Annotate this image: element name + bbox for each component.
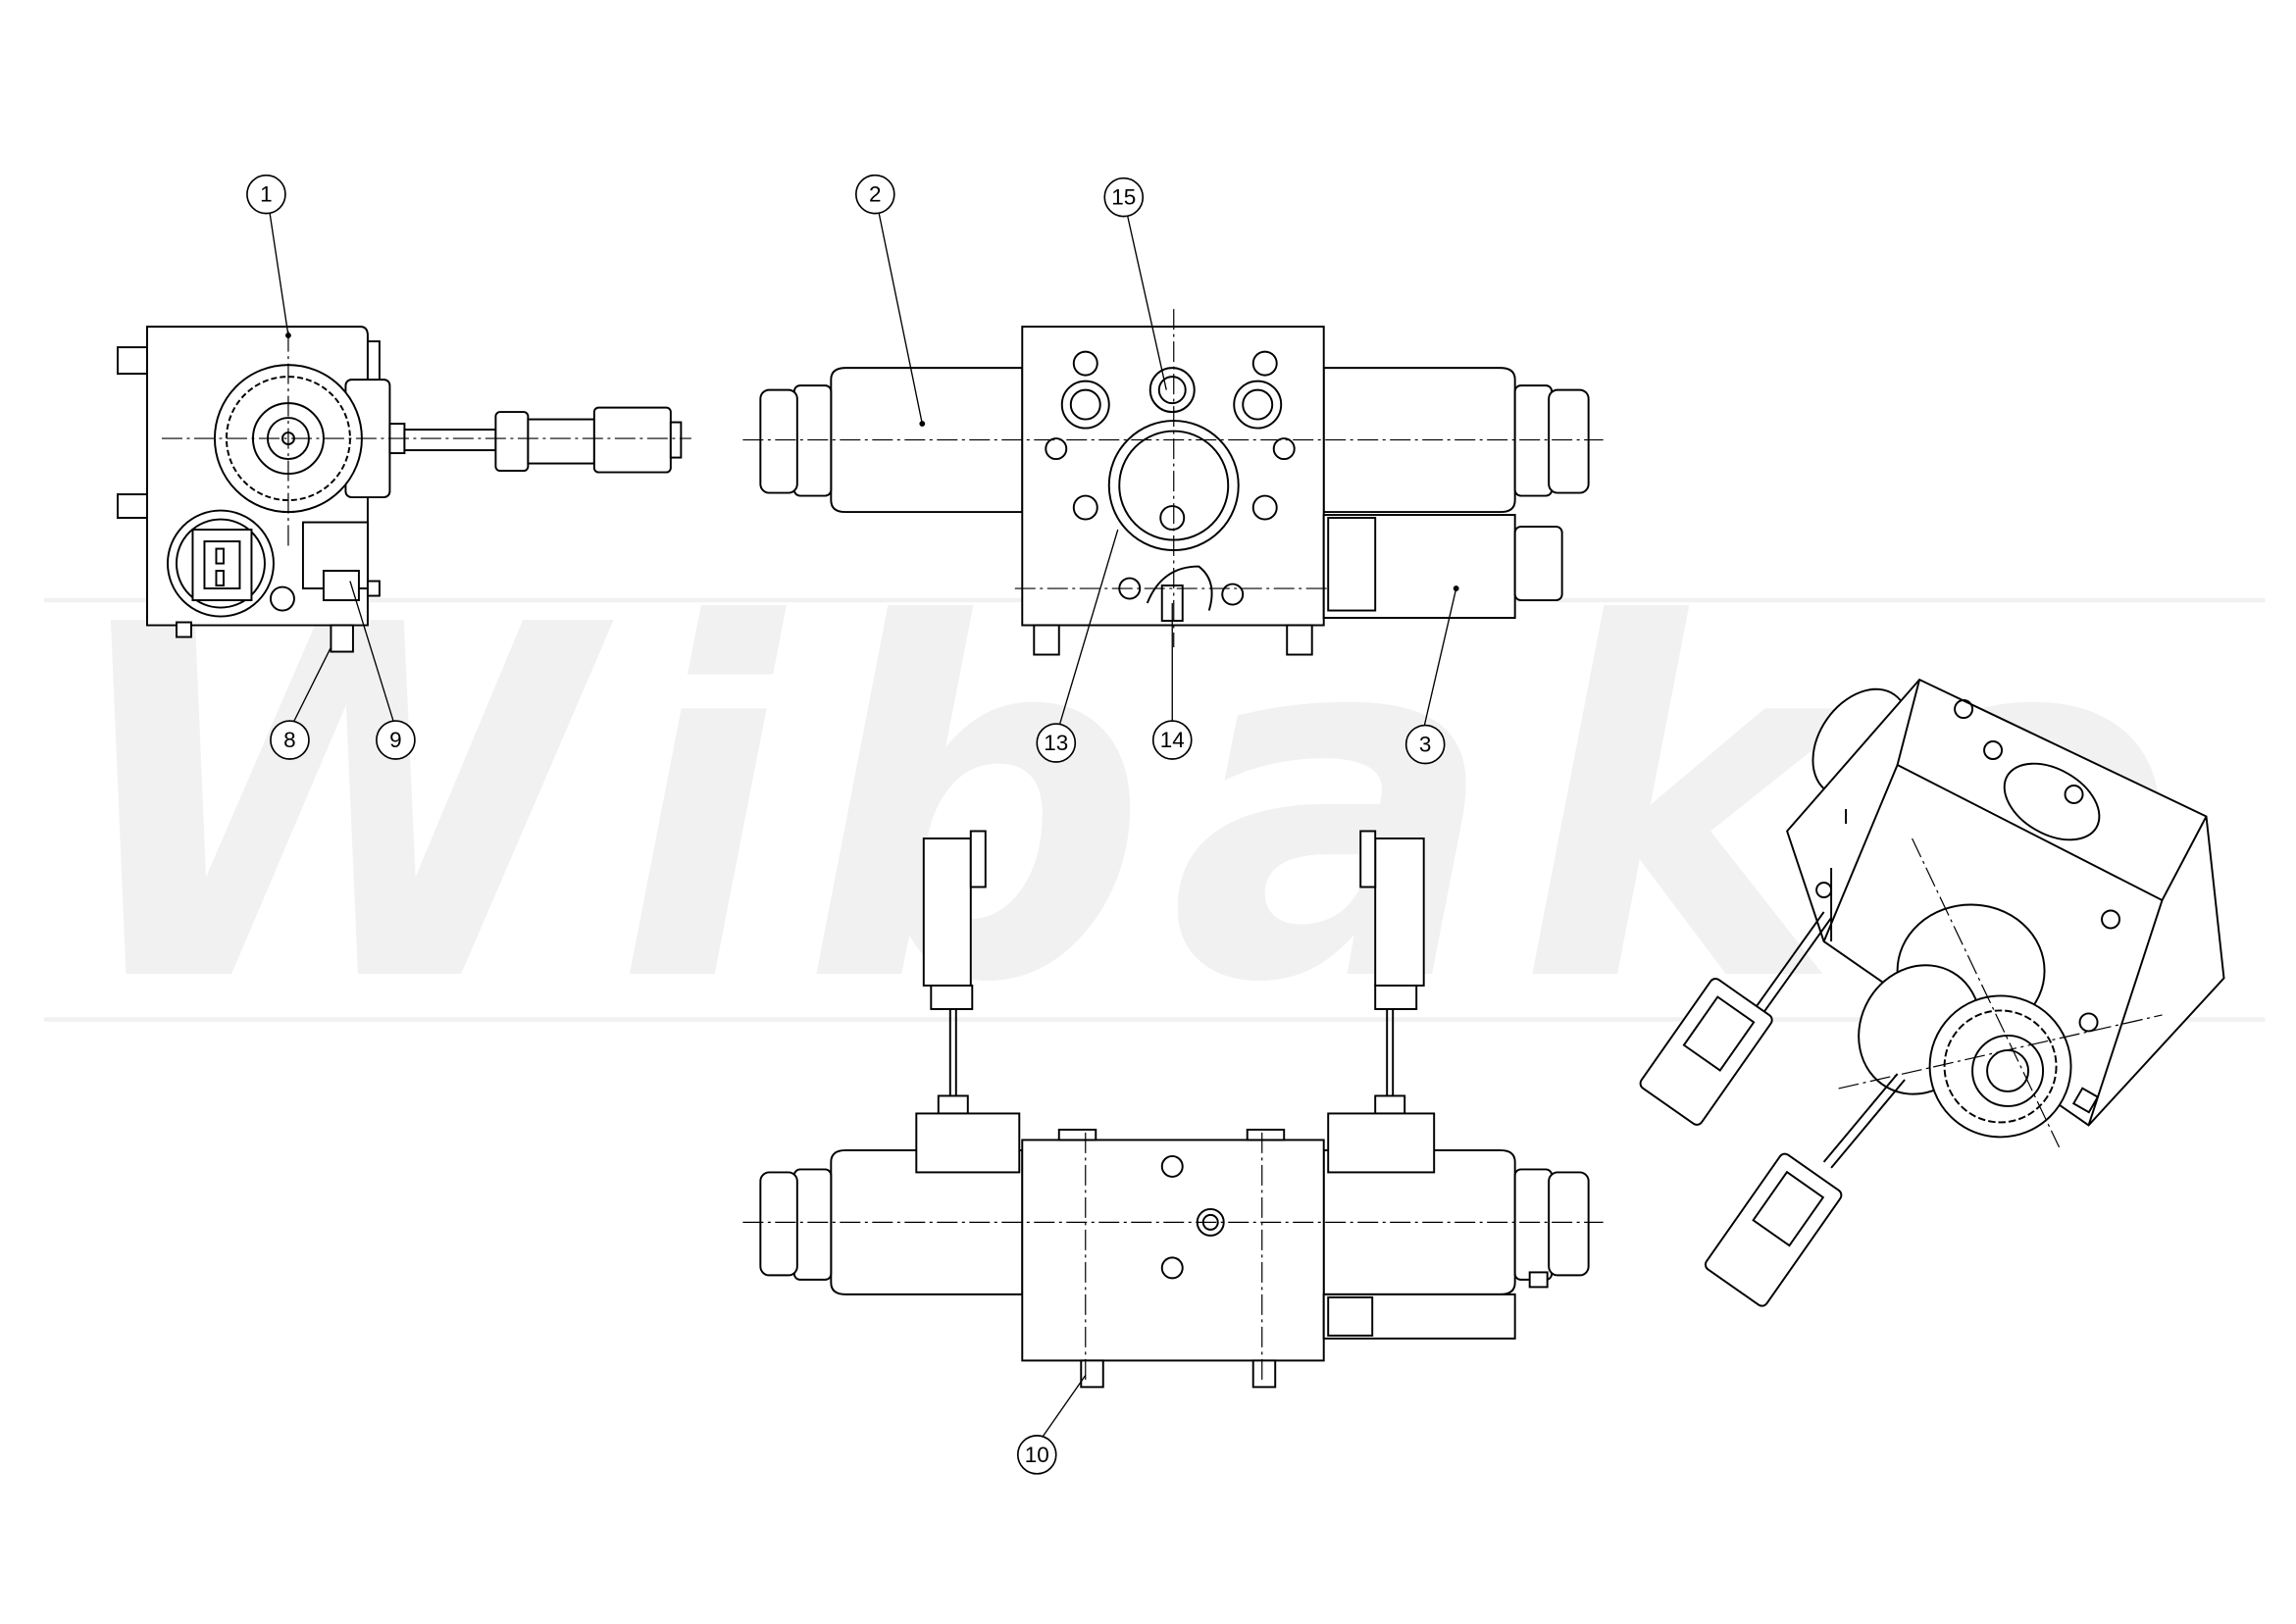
callout-8: 8 bbox=[270, 720, 310, 760]
leader-lines bbox=[268, 208, 1459, 1440]
callout-10: 10 bbox=[1016, 1435, 1057, 1475]
svg-text:10: 10 bbox=[1025, 1443, 1049, 1467]
svg-text:2: 2 bbox=[869, 182, 882, 207]
callout-2: 2 bbox=[854, 174, 895, 215]
callout-1: 1 bbox=[246, 174, 286, 215]
bottom-view bbox=[742, 830, 1604, 1389]
callout-9: 9 bbox=[376, 720, 416, 760]
svg-text:3: 3 bbox=[1419, 733, 1432, 757]
svg-text:1: 1 bbox=[260, 182, 273, 207]
callout-3: 3 bbox=[1404, 724, 1446, 765]
svg-text:9: 9 bbox=[389, 728, 402, 752]
end-view bbox=[116, 326, 691, 653]
svg-text:15: 15 bbox=[1111, 185, 1136, 210]
isometric-view bbox=[1639, 678, 2225, 1307]
front-view bbox=[742, 309, 1604, 656]
svg-text:13: 13 bbox=[1044, 731, 1068, 755]
callout-13: 13 bbox=[1036, 723, 1077, 763]
svg-text:8: 8 bbox=[283, 728, 296, 752]
callout-14: 14 bbox=[1151, 720, 1193, 760]
svg-text:14: 14 bbox=[1160, 728, 1185, 752]
callout-15: 15 bbox=[1103, 177, 1145, 218]
